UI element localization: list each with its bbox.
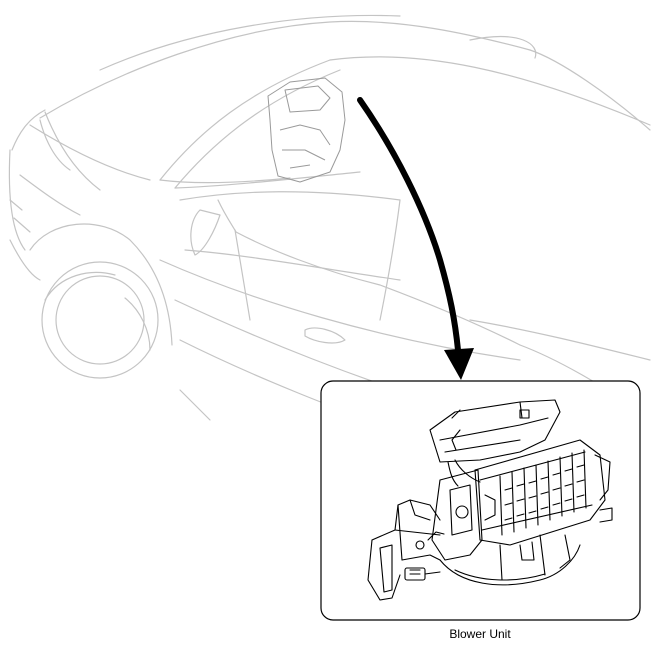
car-outline — [8, 14, 651, 441]
callout-caption: Blower Unit — [449, 627, 511, 641]
blower-unit-drawing — [367, 399, 613, 601]
curved-arrow-icon — [357, 97, 474, 380]
blower-unit-location — [267, 77, 346, 183]
detail-callout-frame — [320, 380, 641, 621]
